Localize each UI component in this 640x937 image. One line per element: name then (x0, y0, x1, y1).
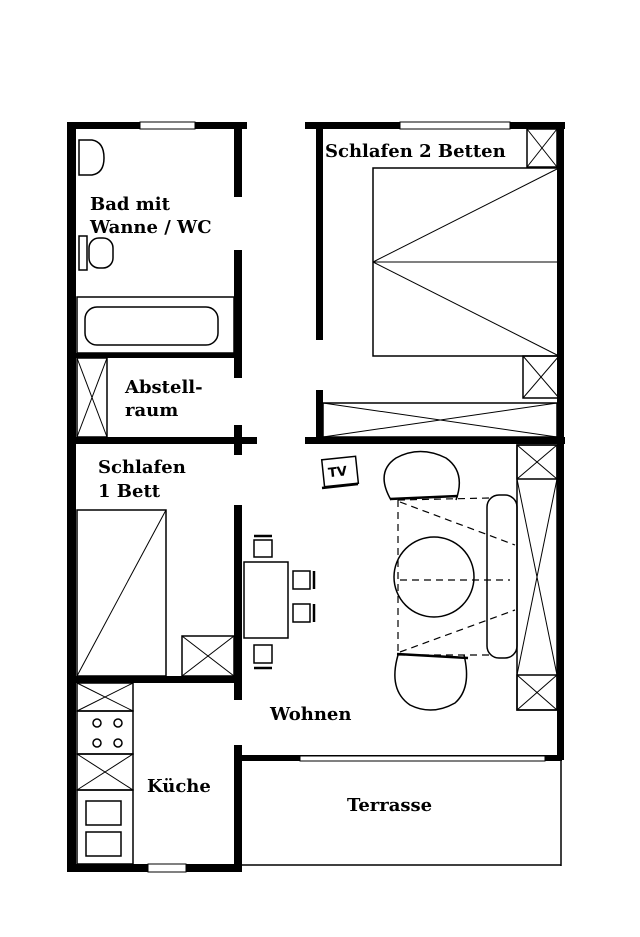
bath-fixtures (76, 139, 235, 354)
armchair-icon (383, 450, 461, 501)
chair-icon (253, 534, 273, 558)
bedroom1-label-line1: Schlafen (98, 457, 186, 478)
tv-icon: TV (320, 455, 360, 490)
sofa-icon (486, 494, 518, 659)
tv-label: TV (327, 464, 347, 481)
room-labels: Bad mit Wanne / WC Abstell- raum Schlafe… (89, 141, 506, 816)
dining-table (243, 561, 289, 639)
wardrobe (322, 402, 558, 438)
bedroom1-label-line2: 1 Bett (98, 481, 161, 502)
kitchen-label: Küche (147, 776, 211, 797)
chair-icon (292, 603, 316, 623)
walls (67, 121, 565, 873)
bedroom2-label: Schlafen 2 Betten (325, 141, 506, 162)
bedroom2-furniture (322, 128, 560, 438)
terrace-outline (242, 761, 562, 866)
coffee-table (393, 536, 475, 618)
bathtub-icon (76, 296, 235, 354)
armchair-icon (394, 652, 469, 711)
chair-icon (253, 644, 273, 670)
sink-icon (78, 139, 105, 176)
storage-label-line1: Abstell- (124, 377, 203, 398)
kitchen-fixtures (76, 682, 134, 865)
storage-label-line2: raum (125, 400, 178, 421)
terrace-label: Terrasse (347, 795, 432, 816)
living-label: Wohnen (269, 704, 351, 725)
bath-label-line1: Bad mit (90, 194, 171, 215)
chair-icon (292, 570, 316, 590)
living-furniture: TV (243, 444, 558, 711)
single-bed (76, 509, 167, 677)
bedroom1-furniture (76, 509, 235, 677)
storage-cabinet (76, 357, 108, 438)
kitchen-sink-icon (76, 789, 134, 865)
bath-label-line2: Wanne / WC (89, 217, 212, 238)
wall-cabinet (516, 444, 558, 711)
stove-icon (76, 710, 134, 755)
toilet-icon (78, 235, 114, 271)
